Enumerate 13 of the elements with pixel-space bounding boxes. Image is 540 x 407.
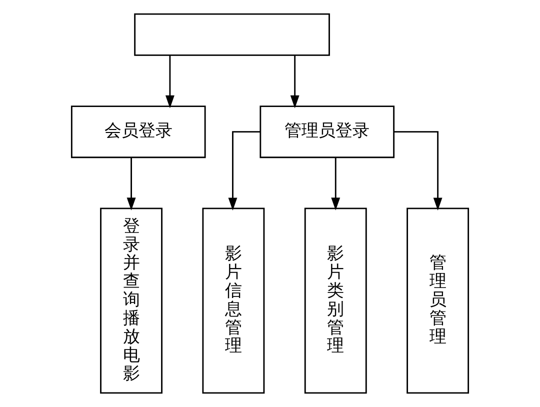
node-box: 管理员管理 bbox=[406, 208, 470, 394]
arrow bbox=[228, 131, 260, 211]
arrow bbox=[165, 55, 174, 108]
arrow bbox=[290, 55, 300, 108]
node-box: 影片信息管理 bbox=[202, 208, 265, 394]
node-box: 管理员登录 bbox=[260, 106, 395, 158]
node-box bbox=[134, 13, 330, 56]
arrow bbox=[331, 157, 340, 210]
arrow bbox=[126, 157, 136, 210]
node-box: 影片类别管理 bbox=[304, 208, 367, 394]
node-box: 会员登录 bbox=[70, 106, 206, 158]
node-box: 登录并查询播放电影 bbox=[100, 208, 162, 394]
arrow bbox=[394, 131, 442, 211]
